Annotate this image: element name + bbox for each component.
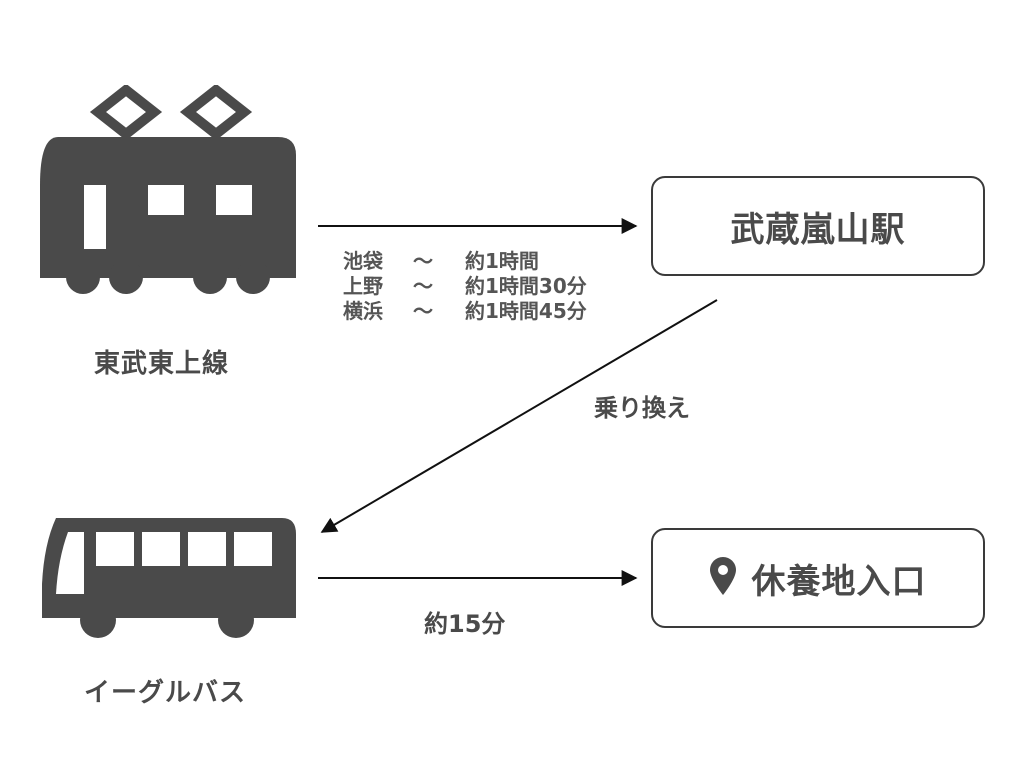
station-name: 武蔵嵐山駅	[730, 209, 906, 250]
destination-box: 休養地入口	[651, 528, 985, 628]
transfer-arrow	[320, 299, 718, 533]
station-box: 武蔵嵐山駅	[651, 176, 985, 276]
map-pin-icon	[709, 557, 736, 599]
bus-icon	[38, 514, 300, 640]
destination-name: 休養地入口	[751, 561, 927, 602]
train-travel-times: 池袋 〜 約1時間 上野 〜 約1時間30分 横浜 〜 約1時間45分	[343, 249, 587, 324]
tilde: 〜	[413, 249, 433, 273]
tilde: 〜	[413, 274, 433, 298]
travel-time-row: 上野 〜 約1時間30分	[343, 274, 587, 299]
transfer-label: 乗り換え	[594, 394, 690, 422]
origin-station: 横浜	[343, 299, 383, 323]
origin-station: 池袋	[343, 249, 383, 273]
travel-time: 約1時間	[465, 249, 539, 273]
tilde: 〜	[413, 299, 433, 323]
train-icon	[38, 85, 300, 297]
train-line-caption: 東武東上線	[94, 349, 230, 379]
travel-time: 約1時間30分	[465, 274, 587, 298]
travel-time-row: 横浜 〜 約1時間45分	[343, 299, 587, 324]
travel-time: 約1時間45分	[465, 299, 587, 323]
travel-time-row: 池袋 〜 約1時間	[343, 249, 587, 274]
bus-travel-time: 約15分	[424, 610, 506, 638]
bus-line-caption: イーグルバス	[84, 678, 247, 708]
origin-station: 上野	[343, 274, 383, 298]
